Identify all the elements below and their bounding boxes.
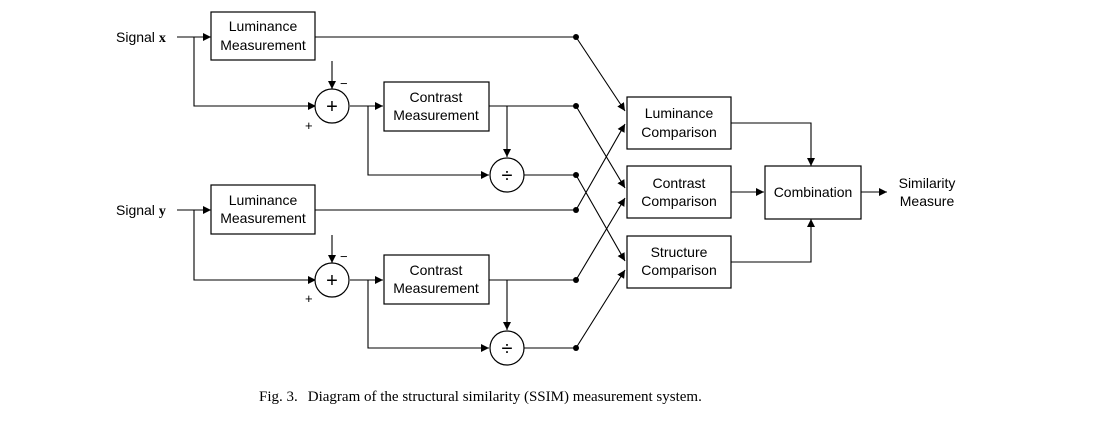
plus-sign-y: + bbox=[305, 291, 313, 306]
svg-text:Combination: Combination bbox=[774, 184, 853, 200]
svg-text:Similarity: Similarity bbox=[899, 175, 956, 191]
minus-sign-x: − bbox=[340, 76, 348, 91]
svg-text:Luminance: Luminance bbox=[645, 105, 714, 121]
svg-text:Comparison: Comparison bbox=[641, 124, 716, 140]
contrast-comparison-block: Contrast Comparison bbox=[626, 165, 732, 219]
svg-text:Luminance: Luminance bbox=[229, 192, 298, 208]
svg-text:Contrast: Contrast bbox=[653, 175, 706, 191]
svg-text:Measurement: Measurement bbox=[393, 280, 479, 296]
divide-icon: ÷ bbox=[502, 338, 513, 360]
sum-node-y: + bbox=[314, 262, 350, 298]
sum-node-x: + bbox=[314, 88, 350, 124]
svg-text:Luminance: Luminance bbox=[229, 18, 298, 34]
svg-text:Structure: Structure bbox=[651, 244, 708, 260]
svg-text:Measurement: Measurement bbox=[220, 37, 306, 53]
plus-icon: + bbox=[326, 270, 338, 292]
plus-icon: + bbox=[326, 96, 338, 118]
divide-node-y: ÷ bbox=[489, 330, 525, 366]
figure-caption: Fig. 3.Diagram of the structural similar… bbox=[259, 389, 702, 405]
junction-dots bbox=[573, 34, 579, 351]
junction-dot bbox=[573, 34, 579, 40]
junction-dot bbox=[573, 103, 579, 109]
signal-y-label: Signal y bbox=[116, 202, 166, 219]
svg-text:Comparison: Comparison bbox=[641, 262, 716, 278]
svg-text:Contrast: Contrast bbox=[410, 262, 463, 278]
junction-dot bbox=[573, 207, 579, 213]
signal-x-label: Signal x bbox=[116, 29, 166, 46]
svg-text:Measurement: Measurement bbox=[220, 210, 306, 226]
structure-comparison-block: Structure Comparison bbox=[626, 235, 732, 289]
combination-block: Combination bbox=[764, 165, 862, 220]
contrast-measurement-y-block: Contrast Measurement bbox=[383, 254, 490, 305]
svg-text:Measure: Measure bbox=[900, 193, 955, 209]
svg-text:Comparison: Comparison bbox=[641, 193, 716, 209]
junction-dot bbox=[573, 345, 579, 351]
divide-node-x: ÷ bbox=[489, 157, 525, 193]
plus-sign-x: + bbox=[305, 118, 313, 133]
similarity-measure-label: Similarity Measure bbox=[899, 175, 956, 209]
divide-icon: ÷ bbox=[502, 165, 513, 187]
minus-sign-y: − bbox=[340, 249, 348, 264]
luminance-comparison-block: Luminance Comparison bbox=[626, 96, 732, 150]
svg-text:Measurement: Measurement bbox=[393, 107, 479, 123]
junction-dot bbox=[573, 277, 579, 283]
luminance-measurement-y-block: Luminance Measurement bbox=[210, 184, 316, 235]
svg-text:Contrast: Contrast bbox=[410, 89, 463, 105]
contrast-measurement-x-block: Contrast Measurement bbox=[383, 81, 490, 132]
junction-dot bbox=[573, 172, 579, 178]
luminance-measurement-x-block: Luminance Measurement bbox=[210, 11, 316, 61]
